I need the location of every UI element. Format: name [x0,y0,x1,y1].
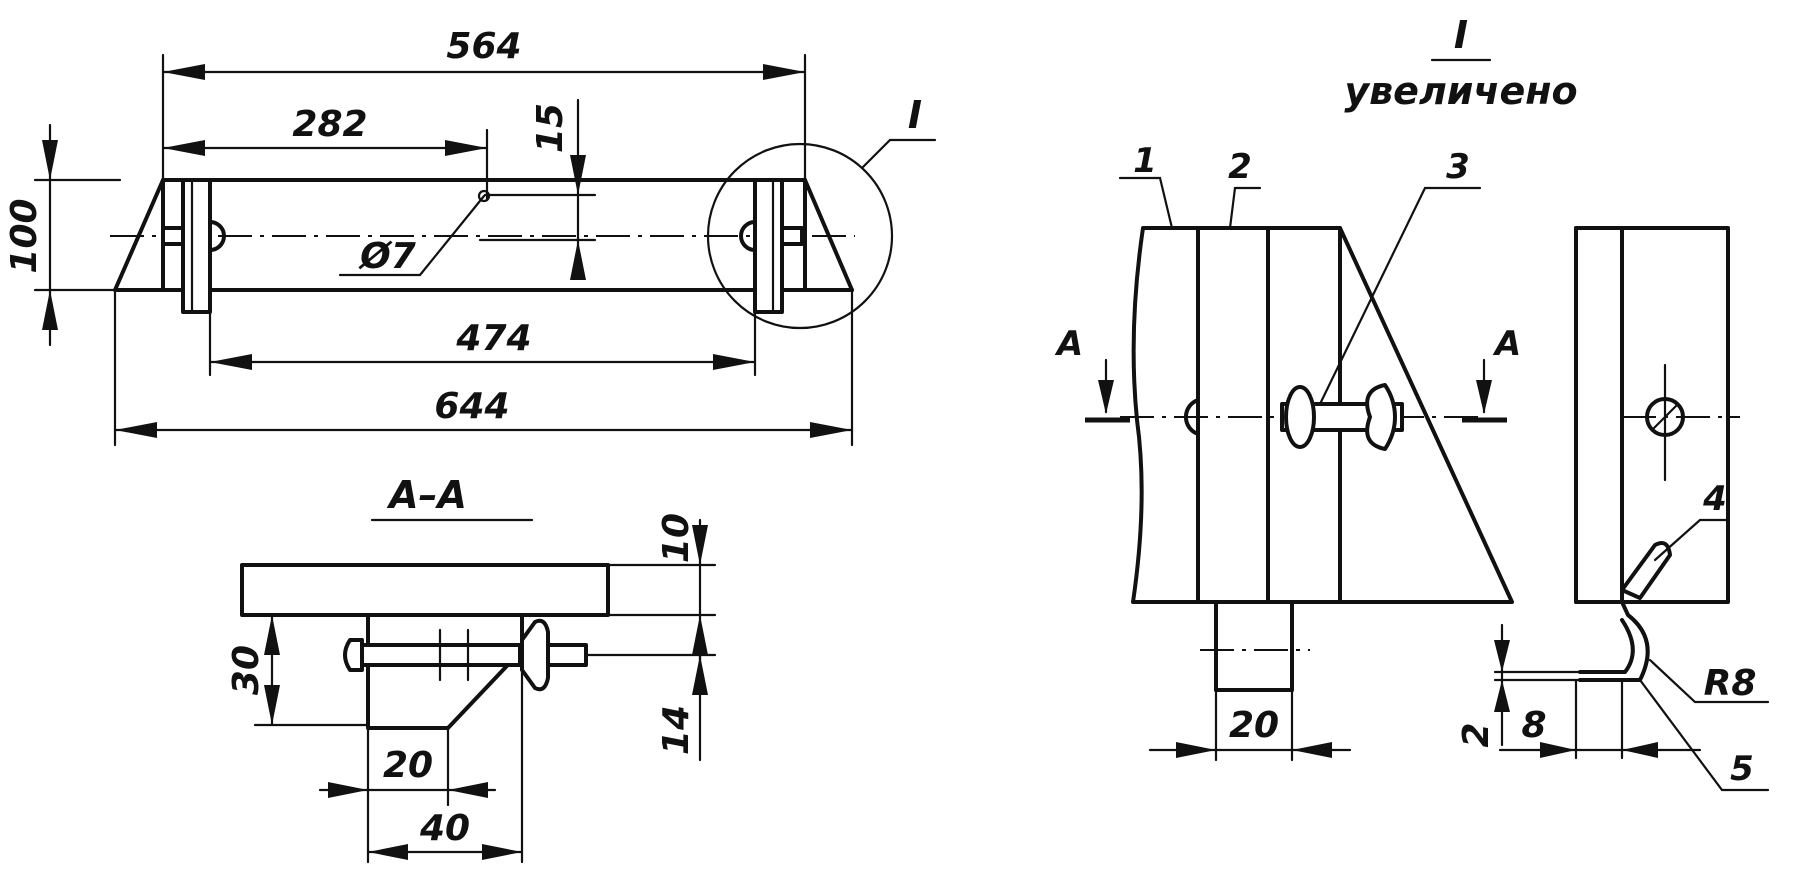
dim-line-282 [161,140,489,156]
cut-mark-right: A [1492,324,1521,364]
part-label-5: 5 [1730,749,1754,789]
dim-line-474 [208,354,757,370]
detail-title: I [1454,13,1468,57]
section-dim-30: 30 [226,645,267,695]
dim-564: 564 [446,26,521,67]
detail-subtitle: увеличено [1344,69,1577,113]
detail-dim-8: 8 [1521,705,1546,746]
detail-dim-r8: R8 [1704,663,1757,704]
dim-474: 474 [455,318,531,359]
section-dim-14: 14 [656,705,697,755]
left-clamp [161,178,226,314]
dim-line-564 [161,64,807,80]
dim-15: 15 [530,103,571,153]
dim-644: 644 [434,386,509,427]
dim-line-15 [570,98,586,280]
part-label-3: 3 [1446,147,1470,187]
section-dim-10: 10 [656,513,697,563]
dim-diameter-7: Ø7 [358,236,416,277]
detail-dim-2: 2 [1456,722,1497,747]
detail-dim-20: 20 [1229,705,1279,746]
callout-label-I: I [908,93,922,137]
hole-7 [477,189,491,203]
right-clamp [739,178,804,314]
detail-view: I увеличено 1 2 3 A A [1054,13,1770,792]
dim-100: 100 [4,198,45,273]
section-dim-40: 40 [419,808,470,849]
part-label-4: 4 [1702,479,1727,519]
dim-line-100 [42,123,58,347]
part-label-2: 2 [1228,147,1252,187]
part-label-1: 1 [1133,141,1157,181]
detail-callout-circle [706,142,894,330]
dim-line-644 [113,422,854,438]
main-view: 564 282 15 100 [4,26,937,447]
section-aa: A–A 10 14 30 [226,473,717,864]
cut-mark-left: A [1054,324,1083,364]
section-aa-title: A–A [386,473,467,517]
dim-282: 282 [292,104,367,145]
section-dim-20: 20 [383,745,433,786]
